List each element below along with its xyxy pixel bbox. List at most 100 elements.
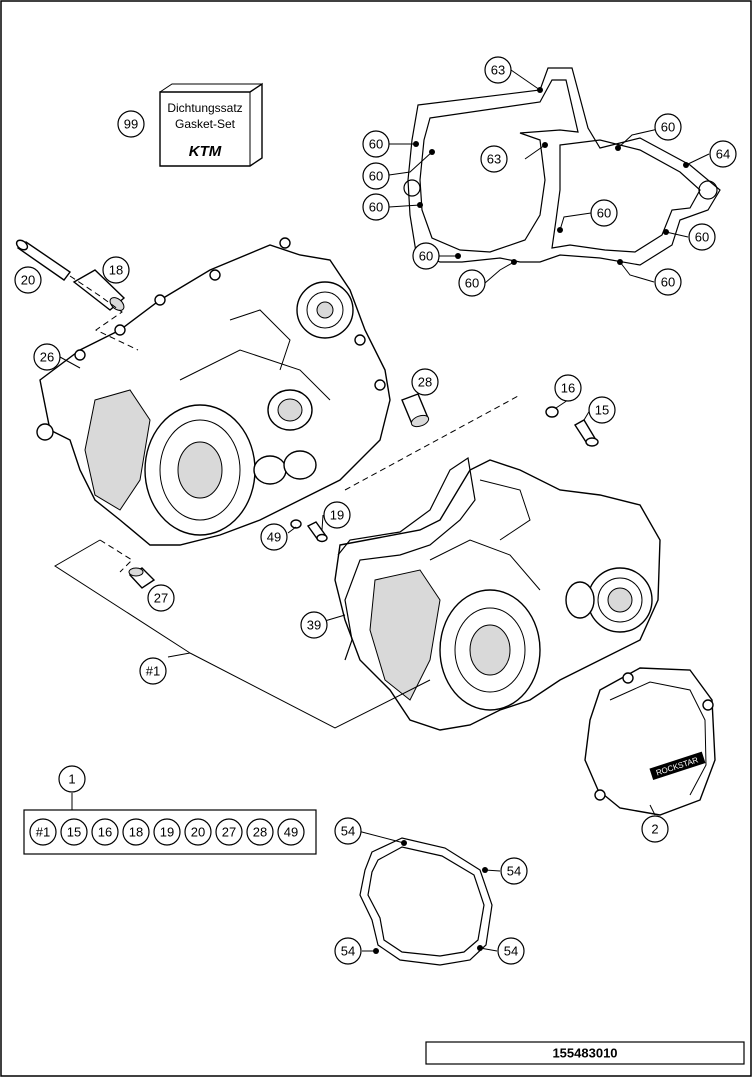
- svg-text:18: 18: [109, 263, 123, 278]
- svg-text:63: 63: [491, 63, 505, 78]
- svg-text:64: 64: [716, 147, 730, 162]
- svg-text:15: 15: [595, 403, 609, 418]
- svg-text:28: 28: [418, 375, 432, 390]
- callout-60-e: 60: [590, 199, 618, 227]
- callout-60-i: 60: [654, 268, 682, 296]
- set-item-callout: 19: [153, 818, 181, 846]
- kit-label-line1: Dichtungssatz: [167, 101, 242, 115]
- left-crankcase-half: [36, 237, 391, 546]
- svg-text:60: 60: [369, 169, 383, 184]
- callout-27: 27: [147, 584, 175, 612]
- callout-28: 28: [411, 368, 439, 396]
- svg-text:19: 19: [330, 508, 344, 523]
- set-item-label: 49: [284, 825, 298, 840]
- screw-19: [306, 521, 328, 543]
- svg-text:60: 60: [419, 249, 433, 264]
- svg-text:60: 60: [369, 200, 383, 215]
- callout-26: 26: [33, 343, 61, 371]
- svg-text:60: 60: [661, 275, 675, 290]
- washer-49: [290, 519, 302, 529]
- svg-text:63: 63: [487, 152, 501, 167]
- callout-64: 64: [709, 140, 737, 168]
- set-item-label: 28: [253, 825, 267, 840]
- set-item-label: 15: [67, 825, 81, 840]
- bolt-20: [15, 239, 71, 281]
- svg-text:1: 1: [68, 772, 75, 787]
- ktm-logo: KTM: [189, 143, 222, 160]
- callout-39: 39: [300, 611, 328, 639]
- washer-16: [545, 406, 559, 418]
- set-item-callout: 18: [122, 818, 150, 846]
- set-item-label: #1: [36, 825, 50, 840]
- callout-54-c: 54: [334, 937, 362, 965]
- svg-text:54: 54: [504, 944, 518, 959]
- callout-15: 15: [588, 396, 616, 424]
- callout-16: 16: [554, 374, 582, 402]
- set-item-label: 18: [129, 825, 143, 840]
- svg-text:39: 39: [307, 618, 321, 633]
- callout-63-mid: 63: [480, 145, 508, 173]
- callout-60-c: 60: [362, 193, 390, 221]
- guide-dash-long: [344, 394, 521, 491]
- right-crankcase-half: [334, 456, 661, 731]
- callout-99: 99: [117, 110, 145, 138]
- callout-54-b: 54: [500, 857, 528, 885]
- svg-text:60: 60: [597, 206, 611, 221]
- screw-15: [574, 419, 599, 447]
- guide-dash-27: [99, 539, 133, 573]
- callout-60-a: 60: [362, 130, 390, 158]
- svg-text:54: 54: [507, 864, 521, 879]
- svg-text:#1: #1: [146, 664, 160, 679]
- callout-assembly-1: #1: [139, 657, 167, 685]
- part-number: 155483010: [552, 1046, 617, 1061]
- callout-54-d: 54: [497, 937, 525, 965]
- set-item-callout: 15: [60, 818, 88, 846]
- svg-text:20: 20: [21, 273, 35, 288]
- svg-text:2: 2: [651, 822, 658, 837]
- leader-dots: [413, 87, 689, 265]
- svg-text:54: 54: [341, 944, 355, 959]
- set-item-callout: 49: [277, 818, 305, 846]
- callout-63-top: 63: [484, 56, 512, 84]
- bushing-28: [401, 393, 430, 428]
- set-item-callout: 20: [184, 818, 212, 846]
- callout-18: 18: [102, 256, 130, 284]
- callout-20: 20: [14, 266, 42, 294]
- guide-dash-18: [69, 275, 139, 351]
- set-item-callout: 28: [246, 818, 274, 846]
- set-item-callout: 16: [91, 818, 119, 846]
- svg-text:49: 49: [267, 530, 281, 545]
- callout-19: 19: [323, 501, 351, 529]
- svg-text:60: 60: [465, 276, 479, 291]
- dowel-18: [72, 269, 126, 311]
- svg-text:60: 60: [695, 230, 709, 245]
- set-item-label: 27: [222, 825, 236, 840]
- svg-text:60: 60: [369, 137, 383, 152]
- gasket-kit-box: Dichtungssatz Gasket-Set KTM: [159, 82, 263, 167]
- callout-60-g: 60: [412, 242, 440, 270]
- svg-text:54: 54: [341, 824, 355, 839]
- callout-60-h: 60: [458, 269, 486, 297]
- kit-label-line2: Gasket-Set: [175, 117, 236, 131]
- callout-49: 49: [260, 523, 288, 551]
- callout-60-d: 60: [654, 113, 682, 141]
- leader-lines: [54, 69, 710, 952]
- svg-text:60: 60: [661, 120, 675, 135]
- part-number-box: 155483010: [425, 1041, 745, 1065]
- set-item-label: 20: [191, 825, 205, 840]
- svg-text:16: 16: [561, 381, 575, 396]
- callout-2: 2: [641, 815, 669, 843]
- set-item-label: 19: [160, 825, 174, 840]
- callout-1: 1: [58, 765, 86, 793]
- callout-60-f: 60: [688, 223, 716, 251]
- set-contents-box: #1 15 16 18 19 20 27 28 49: [23, 809, 317, 855]
- callout-54-a: 54: [334, 817, 362, 845]
- ignition-cover: ROCKSTAR: [584, 667, 716, 816]
- svg-text:99: 99: [124, 117, 138, 132]
- set-item-label: 16: [98, 825, 112, 840]
- svg-text:27: 27: [154, 591, 168, 606]
- crankcase-gasket-top: [403, 67, 721, 266]
